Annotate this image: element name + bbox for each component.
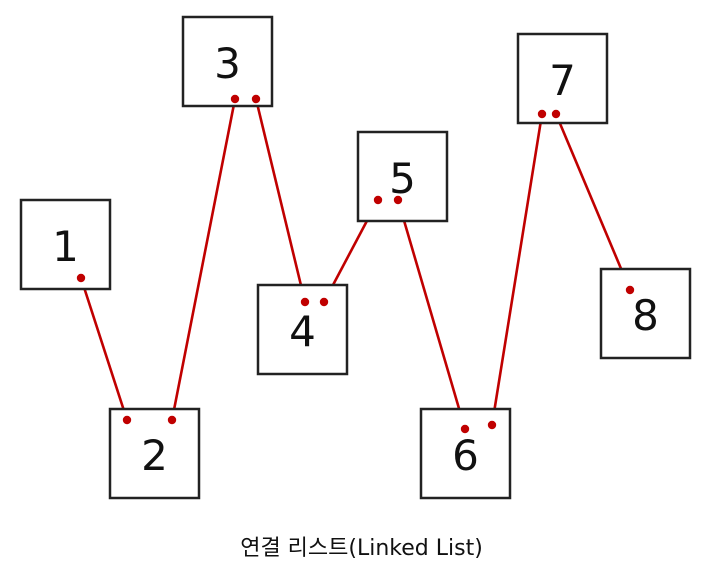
links-layer <box>79 98 632 430</box>
link-6-7-start-dot <box>487 420 497 430</box>
link-1-2 <box>79 277 129 421</box>
link-4-5-end-dot <box>373 195 383 205</box>
node-3: 3 <box>181 15 274 108</box>
node-box <box>356 130 449 223</box>
node-box <box>19 198 112 291</box>
link-2-3-start-dot <box>167 415 177 425</box>
link-6-7 <box>490 113 544 426</box>
link-3-4-end-dot <box>300 297 310 307</box>
node-box <box>108 407 201 500</box>
link-4-5-start-dot <box>319 297 329 307</box>
node-6: 6 <box>419 407 512 500</box>
link-endpoints-layer <box>76 94 635 434</box>
link-7-8-start-dot <box>551 109 561 119</box>
node-label: 7 <box>549 56 576 105</box>
link-3-4 <box>254 98 307 303</box>
link-5-6 <box>396 199 467 430</box>
node-7: 7 <box>516 32 609 125</box>
nodes-layer: 1 2 3 4 5 6 7 8 <box>19 15 692 500</box>
link-1-2-end-dot <box>122 415 132 425</box>
node-8: 8 <box>599 267 692 360</box>
node-label: 1 <box>52 222 79 271</box>
node-label: 5 <box>389 154 416 203</box>
link-2-3 <box>170 98 237 421</box>
node-box <box>256 283 349 376</box>
node-5: 5 <box>356 130 449 223</box>
link-2-3-end-dot <box>230 94 240 104</box>
link-3-4-start-dot <box>251 94 261 104</box>
node-label: 6 <box>452 431 479 480</box>
node-1: 1 <box>19 198 112 291</box>
link-7-8 <box>554 113 632 291</box>
node-label: 3 <box>214 39 241 88</box>
node-2: 2 <box>108 407 201 500</box>
node-label: 2 <box>141 431 168 480</box>
link-6-7-end-dot <box>537 109 547 119</box>
node-box <box>181 15 274 108</box>
link-5-6-end-dot <box>460 424 470 434</box>
node-box <box>599 267 692 360</box>
link-7-8-end-dot <box>625 285 635 295</box>
diagram-caption: 연결 리스트(Linked List) <box>240 536 483 561</box>
node-label: 8 <box>632 291 659 340</box>
link-5-6-start-dot <box>393 195 403 205</box>
node-label: 4 <box>289 307 316 356</box>
link-1-2-start-dot <box>76 273 86 283</box>
node-box <box>516 32 609 125</box>
node-4: 4 <box>256 283 349 376</box>
